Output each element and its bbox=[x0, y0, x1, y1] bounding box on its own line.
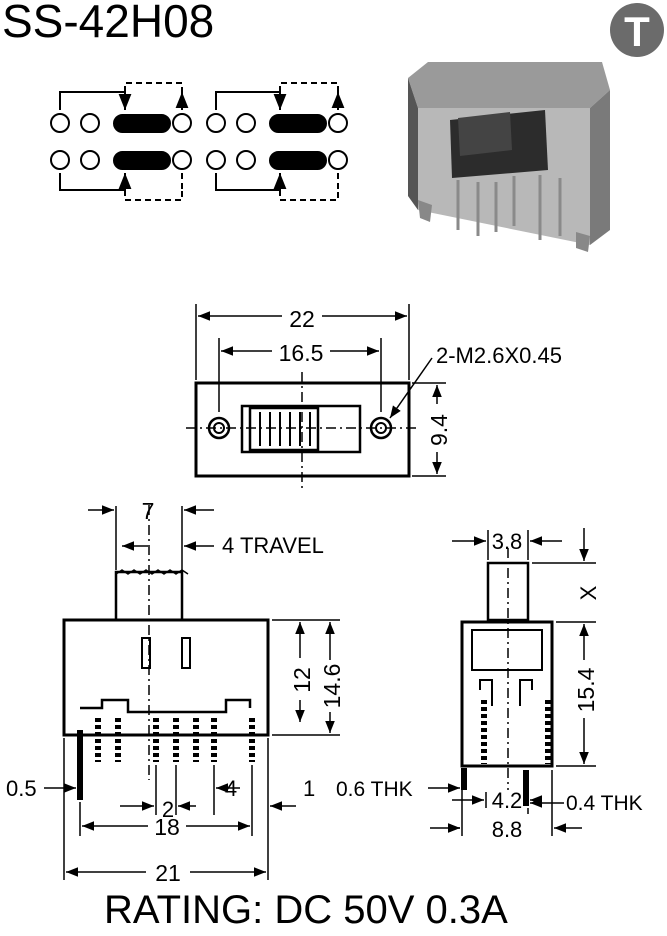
dim-pin-pitch: 2 bbox=[162, 797, 174, 822]
dim-pin-group-gap: 4 bbox=[225, 776, 237, 801]
pin-thk-left: 0.6 THK bbox=[336, 778, 413, 801]
part-number-title: SS-42H08 bbox=[2, 0, 215, 47]
dim-actuator-width: 7 bbox=[142, 498, 155, 524]
dim-side-actuator-width: 3.8 bbox=[492, 529, 523, 554]
dim-pin-span: 18 bbox=[154, 814, 180, 840]
dim-hole-spacing: 16.5 bbox=[279, 340, 324, 366]
dim-body-height-inner: 12 bbox=[289, 667, 315, 693]
switch-schematic-left bbox=[50, 82, 192, 201]
dim-body-height-outer: 14.6 bbox=[319, 664, 345, 709]
side-view bbox=[428, 528, 596, 836]
pin-thk-right: 0.4 THK bbox=[566, 792, 643, 815]
screw-note: 2-M2.6X0.45 bbox=[436, 343, 562, 368]
travel-note: 4 TRAVEL bbox=[222, 533, 324, 558]
dim-pin-thickness: 0.5 bbox=[6, 776, 37, 801]
front-view bbox=[44, 505, 340, 880]
dim-actuator-height: X bbox=[576, 585, 601, 600]
top-view bbox=[186, 304, 446, 488]
dim-pin-spacing: 4.2 bbox=[492, 788, 523, 813]
logo-letter: T bbox=[624, 8, 650, 55]
dim-leg-gap: 1 bbox=[303, 776, 315, 801]
dim-side-body-height: 15.4 bbox=[573, 667, 599, 712]
dim-overall-depth: 8.8 bbox=[492, 817, 523, 842]
dim-overall-width: 22 bbox=[289, 306, 315, 332]
brand-logo: T bbox=[610, 3, 664, 57]
product-render bbox=[408, 62, 610, 252]
switch-schematic-right bbox=[206, 82, 348, 201]
dim-overall-span: 21 bbox=[155, 860, 181, 886]
rating-text: RATING: DC 50V 0.3A bbox=[104, 888, 508, 932]
dim-body-height: 9.4 bbox=[426, 414, 452, 446]
